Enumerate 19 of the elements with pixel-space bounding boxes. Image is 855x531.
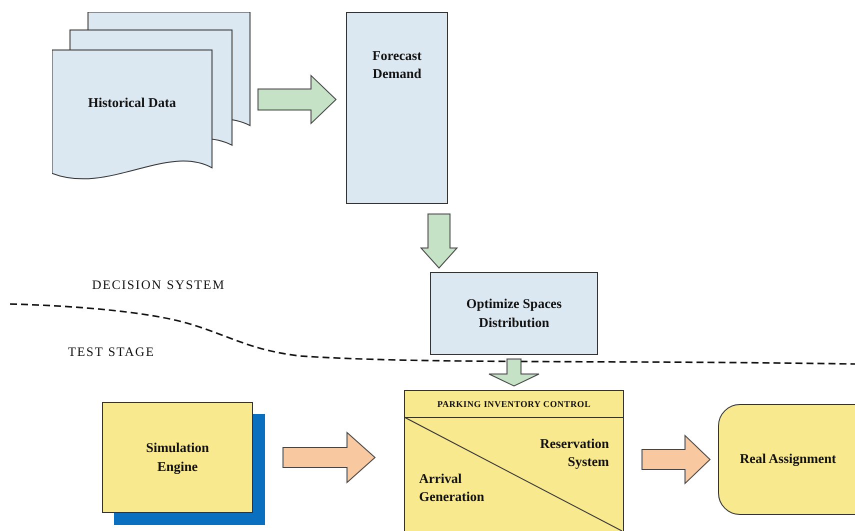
block-arrow [282, 431, 376, 484]
box-heading: PARKING INVENTORY CONTROL [437, 399, 591, 409]
node-text: Simulation Engine [144, 439, 210, 476]
split-process-box [404, 390, 624, 531]
block-arrow [642, 434, 711, 485]
section-text: Reservation System [539, 435, 609, 472]
process-box [346, 12, 448, 204]
block-arrow [488, 358, 540, 387]
terminal-box [718, 404, 855, 515]
region-label: TEST STAGE [68, 344, 155, 360]
node-text: Real Assignment [740, 450, 836, 468]
section-text: Arrival Generation [419, 470, 486, 506]
block-arrow [258, 74, 337, 125]
process-box [430, 272, 598, 355]
region-label: DECISION SYSTEM [92, 277, 226, 293]
node-text: Historical Data [86, 94, 178, 112]
block-arrow [420, 214, 458, 269]
node-text: Forecast Demand [371, 46, 423, 83]
node-text: Optimize Spaces Distribution [465, 295, 563, 332]
